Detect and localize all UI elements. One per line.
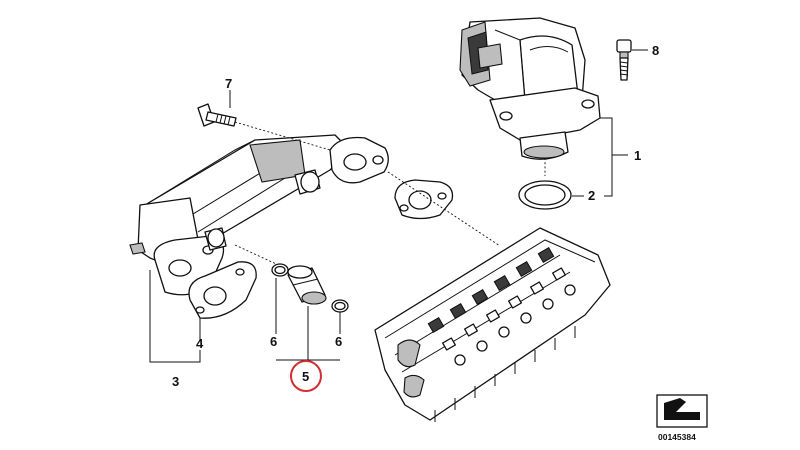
connector-pipe-5	[271, 263, 349, 313]
gasket-4	[188, 261, 257, 340]
cylinder-head	[374, 227, 611, 422]
o-ring-2	[518, 180, 584, 210]
callout-6-left: 6	[270, 334, 277, 349]
callout-3: 3	[172, 374, 179, 389]
bolt-7	[197, 90, 237, 127]
egr-cooler	[129, 121, 389, 296]
callout-4: 4	[196, 336, 204, 351]
callout-bracket-5-6	[275, 278, 341, 361]
reference-code: 00145384	[658, 432, 696, 442]
valvetrain-array	[427, 246, 576, 366]
callout-bracket-1	[600, 117, 628, 197]
reference-stamp: 00145384	[656, 394, 708, 442]
callout-6-right: 6	[335, 334, 342, 349]
callout-bracket-3	[149, 270, 201, 363]
gasket-upper	[387, 171, 501, 247]
callout-2: 2	[588, 188, 595, 203]
egr-valve	[459, 17, 601, 176]
callout-8: 8	[652, 43, 659, 58]
bolt-8	[616, 39, 648, 81]
highlight-circle	[290, 360, 322, 392]
callout-5: 5	[302, 369, 309, 384]
callout-7: 7	[225, 76, 232, 91]
callout-1: 1	[634, 148, 641, 163]
arrow-icon	[664, 398, 700, 420]
